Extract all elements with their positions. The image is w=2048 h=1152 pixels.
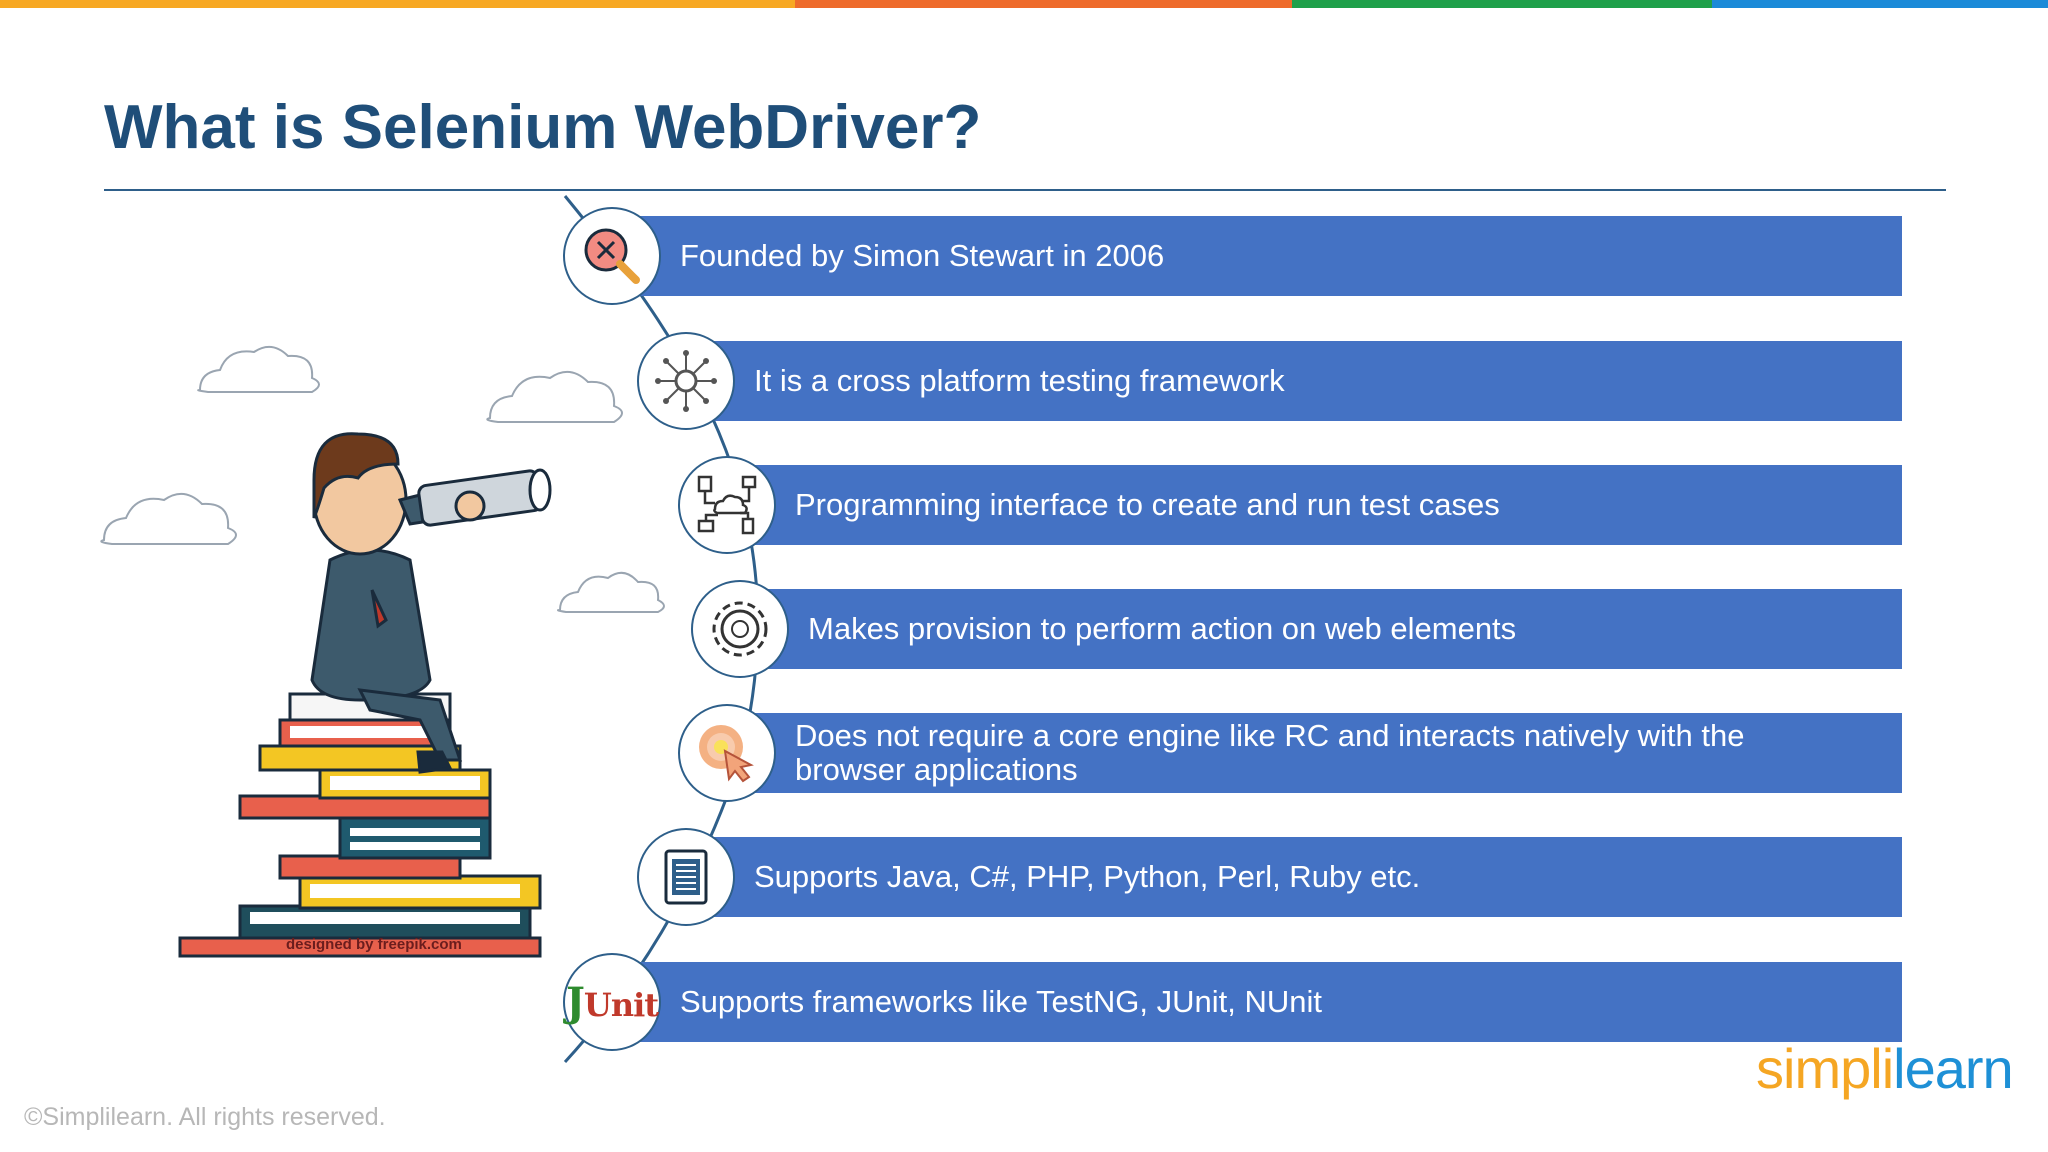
network-gear-icon <box>655 350 717 412</box>
feature-bar-6: Supports Java, C#, PHP, Python, Perl, Ru… <box>686 837 1902 917</box>
feature-text-5: Does not require a core engine like RC a… <box>795 718 1745 787</box>
simplilearn-logo: simplilearn <box>1756 1037 2014 1100</box>
title-divider <box>104 189 1946 191</box>
feature-icon-circle-7: JUnit <box>563 953 661 1051</box>
cloud-icon <box>100 345 665 613</box>
feature-icon-circle-6 <box>637 828 735 926</box>
top-bar-red <box>795 0 1292 8</box>
gear-icon <box>712 601 768 657</box>
top-bar-orange <box>0 0 795 8</box>
feature-icon-circle-3 <box>678 456 776 554</box>
feature-icon-circle-2 <box>637 332 735 430</box>
illustration-credit: designed by freepik.com <box>286 936 462 953</box>
feature-bar-7: Supports frameworks like TestNG, JUnit, … <box>612 962 1902 1042</box>
feature-bar-3: Programming interface to create and run … <box>727 465 1902 545</box>
slide-title: What is Selenium WebDriver? <box>104 93 982 162</box>
feature-text-4: Makes provision to perform action on web… <box>808 611 1517 646</box>
feature-icon-circle-4 <box>691 580 789 678</box>
feature-text-1: Founded by Simon Stewart in 2006 <box>680 238 1165 273</box>
feature-text-3: Programming interface to create and run … <box>795 487 1500 522</box>
feature-icon-circle-1 <box>563 207 661 305</box>
top-bar-green <box>1292 0 1712 8</box>
search-bug-icon <box>584 228 640 284</box>
top-bar-blue <box>1712 0 2048 8</box>
feature-text-2: It is a cross platform testing framework <box>754 363 1285 398</box>
feature-bar-5: Does not require a core engine like RC a… <box>727 713 1902 793</box>
feature-bar-1: Founded by Simon Stewart in 2006 <box>612 216 1902 296</box>
feature-bar-4: Makes provision to perform action on web… <box>740 589 1902 669</box>
junit-logo-icon: JUnit <box>565 978 659 1026</box>
feature-icon-circle-5 <box>678 704 776 802</box>
copyright-notice: ©Simplilearn. All rights reserved. <box>24 1103 386 1131</box>
top-color-bar <box>0 0 2048 8</box>
feature-text-6: Supports Java, C#, PHP, Python, Perl, Ru… <box>754 859 1421 894</box>
feature-text-7: Supports frameworks like TestNG, JUnit, … <box>680 984 1323 1019</box>
document-icon <box>664 849 708 905</box>
click-target-icon <box>699 725 754 783</box>
cloud-devices-icon <box>697 475 757 535</box>
feature-bar-2: It is a cross platform testing framework <box>686 341 1902 421</box>
